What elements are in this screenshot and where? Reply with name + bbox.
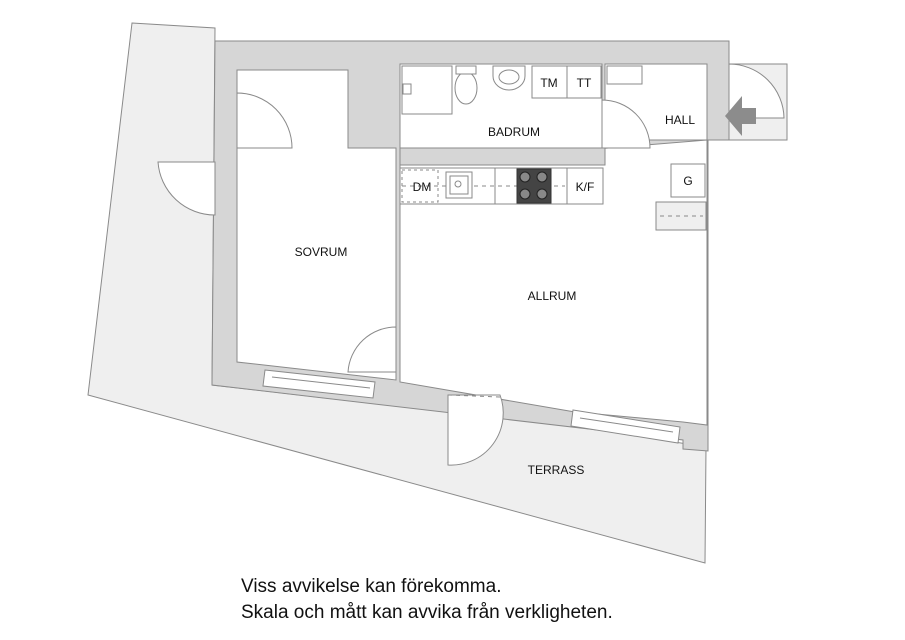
badrum-wall [399, 147, 606, 166]
hall-closet [606, 65, 643, 85]
allrum-window-pane [579, 417, 674, 433]
badrum-door [601, 99, 651, 149]
g-box [670, 163, 706, 198]
tt-label: TT [577, 76, 592, 90]
toilet-tank [455, 65, 477, 75]
stove-burner [536, 188, 548, 200]
bathroom-sink [492, 65, 526, 91]
room-label-terrass: TERRASS [528, 463, 585, 477]
entrance-door [728, 63, 785, 119]
disclaimer-line-2: Skala och mått kan avvika från verklighe… [241, 602, 613, 623]
allrum-door [347, 326, 397, 373]
sovrum-window [262, 369, 376, 399]
sovrum-balcony-door [157, 161, 216, 216]
terrace-door-dash [447, 394, 501, 398]
dm-box [401, 169, 439, 203]
terrace-door [447, 394, 504, 466]
g-label: G [683, 174, 692, 188]
sovrum-door [236, 92, 293, 149]
stove-burner [519, 188, 531, 200]
bathroom-sink-bowl [498, 69, 520, 85]
allrum-window [570, 409, 681, 444]
stove-burner [519, 171, 531, 183]
tt-box [566, 65, 602, 99]
room-label-allrum: ALLRUM [528, 289, 577, 303]
room-label-hall: HALL [665, 113, 695, 127]
room-label-badrum: BADRUM [488, 125, 540, 139]
toilet [454, 71, 478, 105]
tm-box [531, 65, 568, 99]
stove-burner [536, 171, 548, 183]
wardrobe [655, 201, 707, 231]
kitchen-sink-bowl [449, 175, 469, 195]
entry-arrow-icon [725, 96, 756, 136]
shower-tap [402, 83, 412, 95]
room-label-sovrum: SOVRUM [295, 245, 348, 259]
tm-label: TM [540, 76, 557, 90]
sovrum-window-pane [271, 376, 371, 389]
kitchen-tap [454, 180, 462, 188]
dm-label: DM [413, 180, 432, 194]
disclaimer-line-1: Viss avvikelse kan förekomma. [241, 576, 502, 597]
disclaimer: Viss avvikelse kan förekomma. Skala och … [241, 574, 613, 626]
kf-label: K/F [576, 180, 595, 194]
allrum-floor [399, 139, 708, 426]
